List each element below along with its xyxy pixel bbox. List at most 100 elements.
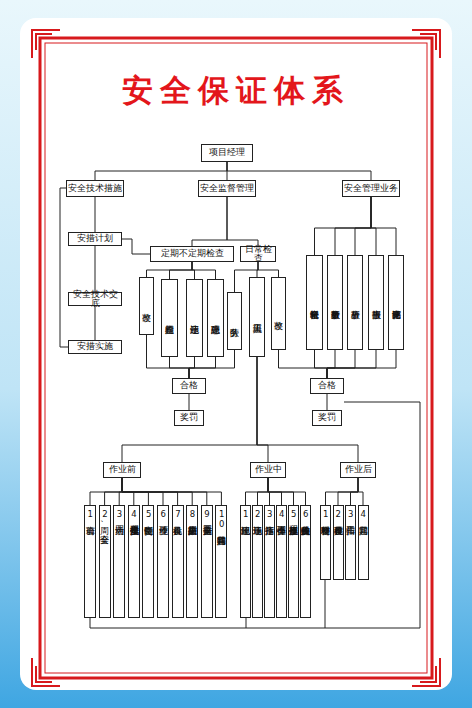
corner-ornament (412, 30, 440, 58)
connector-line (371, 197, 376, 255)
box-label: 合格 (180, 381, 198, 390)
connector-line (335, 197, 371, 255)
connector-line (315, 197, 372, 255)
vertical-box: 劳务队 (227, 292, 242, 350)
connector-line (257, 357, 358, 462)
vertical-box: 5事故违反操作规程 (288, 505, 299, 618)
connector-line (192, 197, 227, 246)
connector-line (105, 478, 122, 505)
process-box: 奖罚 (174, 410, 204, 426)
box-label: 6作业人员的特殊反映 (301, 509, 310, 519)
vertical-box: 5岗位责任制 (142, 505, 154, 618)
box-label: 1班前会 (86, 509, 95, 519)
branch-box: 安全技术措施 (66, 180, 124, 197)
process-box: 作业中 (250, 462, 286, 478)
vertical-box: 8个人防护用品穿戴 (186, 505, 198, 618)
vertical-box: 4员工安全技术操作规程 (128, 505, 140, 618)
connector-line (95, 246, 96, 292)
box-label: 项目经理 (209, 148, 245, 157)
box-label: 安全技术措施 (68, 184, 122, 193)
box-label: 10其它特殊问题 (217, 509, 226, 529)
vertical-box: 4其它问题 (358, 505, 369, 580)
branch-box: 安全管理业务 (342, 180, 400, 197)
vertical-box: 隐患处理 (207, 279, 224, 357)
connector-line (258, 478, 269, 505)
box-label: 奖罚 (318, 413, 336, 422)
process-box: 安全技术交底 (68, 292, 122, 306)
vertical-box: 4不懂不会操作 (276, 505, 287, 618)
process-box: 定期不定期检查 (150, 246, 234, 262)
connector-line (246, 478, 269, 505)
box-label: 作业前 (109, 465, 136, 474)
box-label: 4不懂不会操作 (277, 509, 286, 519)
connector-line (122, 357, 257, 462)
box-label: 8个人防护用品穿戴 (188, 509, 197, 519)
process-box: 合格 (172, 378, 206, 394)
box-label: 2机具设备整理 (334, 509, 343, 519)
connector-line (327, 350, 355, 378)
connector-line (258, 262, 279, 277)
connector-line (227, 162, 371, 180)
process-box: 作业后 (340, 462, 376, 478)
poster-title: 安全保证体系 (0, 70, 472, 112)
process-box: 作业前 (103, 462, 141, 478)
connector-line (170, 357, 190, 378)
box-label: 4其它问题 (359, 509, 368, 519)
box-label: 7机具设备 (173, 509, 182, 519)
connector-line (327, 350, 335, 378)
vertical-box: 整改 (139, 277, 154, 335)
vertical-box: 数量事故分析 (327, 255, 343, 350)
connector-line (327, 394, 328, 410)
connector-line (95, 306, 96, 340)
process-box: 奖罚 (312, 410, 342, 426)
connector-line (355, 197, 371, 255)
connector-line (327, 350, 396, 378)
leader-line (122, 239, 150, 254)
vertical-box: 事故分析 (347, 255, 363, 350)
vertical-box: 1材料物资整理 (320, 505, 331, 580)
box-label: 日常检查 (241, 245, 275, 264)
white-panel (20, 18, 452, 690)
vertical-box: 竞赛评比结果 (388, 255, 404, 350)
box-label: 1材料物资整理 (321, 509, 330, 519)
connector-line (170, 262, 193, 279)
vertical-box: 整改 (271, 277, 286, 350)
box-label: 定期不定期检查 (161, 249, 224, 258)
vertical-box: 记录台帐资料 (306, 255, 323, 350)
connector-line (192, 262, 216, 279)
box-label: 安措实施 (77, 342, 113, 351)
vertical-box: 检查问题 (161, 279, 178, 357)
connector-line (95, 197, 96, 232)
box-label: 1违纪现象 (241, 509, 250, 519)
vertical-box: 3清扫工作 (345, 505, 356, 580)
vertical-box: 工人班组 (249, 277, 265, 357)
vertical-box: 违章违纪 (186, 279, 203, 357)
vertical-box: 1违纪现象 (240, 505, 251, 618)
box-label: 安措计划 (77, 234, 113, 243)
connector-line (315, 350, 328, 378)
box-label: 安全技术交底 (69, 290, 121, 309)
box-label: 合格 (318, 381, 336, 390)
vertical-box: 9三要安全措施 (201, 505, 213, 618)
top-box: 项目经理 (201, 144, 253, 162)
box-label: 5岗位责任制 (144, 509, 153, 519)
process-box: 日常检查 (240, 246, 276, 262)
box-label: 奖罚 (180, 413, 198, 422)
corner-ornament (32, 658, 60, 686)
branch-box: 安全监督管理 (198, 180, 256, 197)
box-label: 作业后 (345, 465, 372, 474)
box-label: 3清扫工作 (346, 509, 355, 519)
vertical-box: 3违章指挥 (264, 505, 275, 618)
vertical-box: 事故报告 (368, 255, 384, 350)
connector-line (189, 394, 190, 410)
bracket-line (60, 188, 68, 347)
connector-line (95, 162, 227, 180)
process-box: 安措实施 (68, 340, 122, 354)
vertical-box: 2周、安全会 (99, 505, 111, 618)
box-label: 6作业环境 (159, 509, 168, 519)
vertical-box: 2机具设备整理 (333, 505, 344, 580)
box-label: 2违章现场 (253, 509, 262, 519)
red-frame (40, 38, 432, 678)
